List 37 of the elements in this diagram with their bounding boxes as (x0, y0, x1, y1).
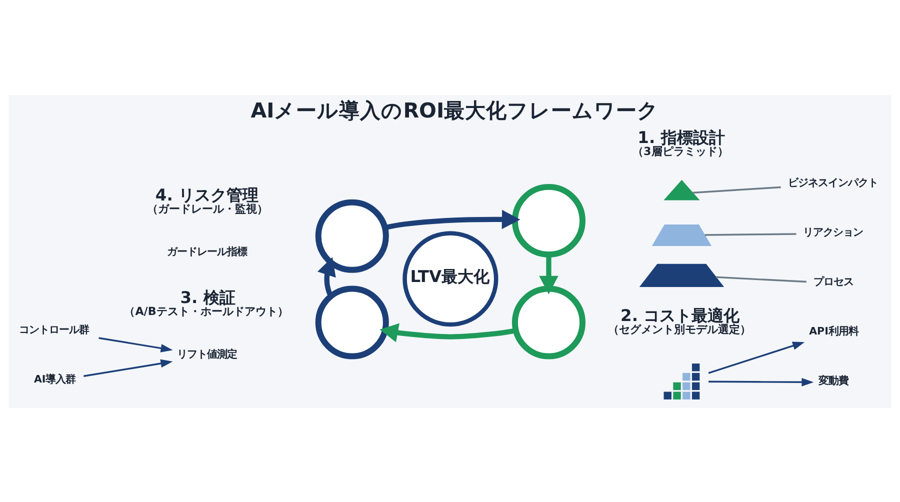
node-circle (315, 198, 389, 272)
node-text: リアクション (803, 226, 864, 238)
node-label: （A/Bテスト・ホールドアウト） (124, 304, 288, 318)
node-label: （セグメント別モデル選定） (608, 322, 752, 336)
node-label: 3. 検証 (180, 287, 236, 306)
connector (716, 276, 806, 282)
arrow (84, 358, 173, 376)
node-text: ビジネスインパクト (788, 176, 878, 188)
node-circle (512, 285, 586, 359)
connector (704, 232, 796, 236)
node-text: コントロール群 (19, 323, 90, 336)
node-circle (512, 183, 586, 257)
diagram-title: AIメール導入のROI最大化フレームワーク (250, 98, 660, 122)
node-text: プロセス (813, 275, 854, 288)
node-circle: LTV最大化 (402, 230, 498, 326)
arrow (98, 336, 173, 352)
node-label: 1. 指標設計 (638, 128, 725, 147)
node-label: 2. コスト最適化 (620, 305, 740, 324)
connector (692, 186, 781, 194)
arrow (539, 254, 558, 294)
arrow (384, 209, 520, 230)
node-trapezoid (639, 263, 724, 286)
node-trapezoid (652, 224, 712, 246)
node-label: （ガードレール・監視） (146, 202, 268, 216)
arrow (380, 322, 516, 342)
node-text: AI導入群 (34, 372, 76, 385)
node-triangle (664, 179, 700, 200)
arrow (708, 341, 805, 374)
node-label: 4. リスク管理 (155, 184, 259, 204)
arrow (318, 256, 336, 297)
arrow (708, 377, 814, 386)
node-label: （3層ピラミッド） (632, 144, 728, 158)
node-text: API利用料 (809, 325, 858, 338)
node-text: リフト値測定 (177, 348, 238, 360)
node-text: 変動費 (818, 374, 849, 387)
node-circle (315, 285, 389, 359)
label: ガードレール指標 (166, 246, 247, 258)
